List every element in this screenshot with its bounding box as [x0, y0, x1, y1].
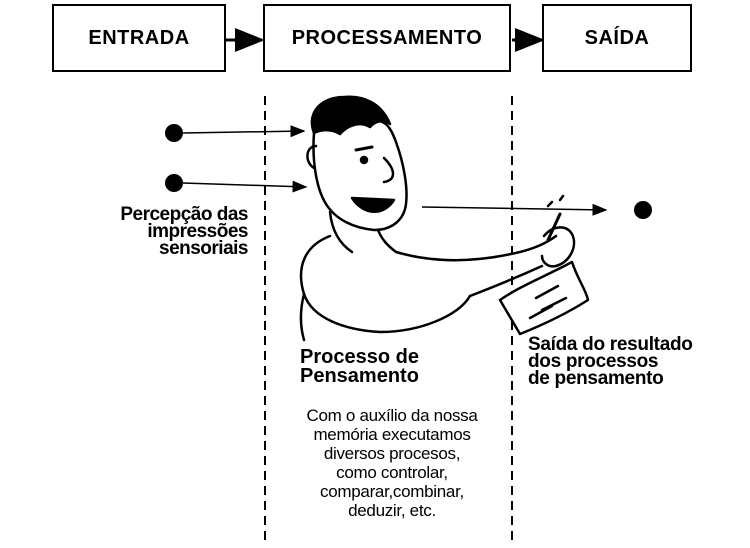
process-description-line: Com o auxílio da nossa [306, 406, 478, 425]
process-description-line: deduzir, etc. [348, 501, 436, 520]
sensory-arrow-1 [182, 125, 306, 138]
output-label-line: dos processos [528, 351, 659, 372]
process-description-line: como controlar, [336, 463, 448, 482]
output-box-label: SAÍDA [584, 26, 650, 49]
man-thinking-holding-paper-icon [299, 95, 590, 342]
process-description: Com o auxílio da nossa memória executamo… [268, 406, 516, 520]
input-box-label: ENTRADA [88, 26, 190, 49]
process-description-line: comparar,combinar, [320, 482, 464, 501]
process-title: Processo de Pensamento [300, 346, 430, 387]
output-box: SAÍDA [542, 4, 692, 72]
output-label-line: de pensamento [528, 368, 664, 389]
sensory-arrow-2 [182, 180, 308, 193]
perception-label: Percepção das impressões sensoriais [68, 204, 249, 259]
output-label-line: Saída do resultado [528, 334, 693, 355]
output-label: Saída do resultado dos processos de pens… [528, 334, 750, 389]
perception-label-line: sensoriais [159, 238, 249, 259]
process-title-line: Pensamento [300, 365, 419, 387]
perception-label-line: impressões [147, 221, 248, 242]
output-dot [634, 201, 652, 219]
process-title-line: Processo de [300, 346, 419, 368]
processing-box: PROCESSAMENTO [263, 4, 511, 72]
perception-label-line: Percepção das [120, 204, 248, 225]
input-box: ENTRADA [52, 4, 226, 72]
processing-box-label: PROCESSAMENTO [291, 26, 483, 49]
process-description-line: memória executamos [313, 425, 471, 444]
process-description-line: diversos procesos, [323, 444, 461, 463]
sensory-input-dot-1 [165, 124, 183, 142]
sensory-input-dot-2 [165, 174, 183, 192]
output-arrow [421, 203, 608, 216]
